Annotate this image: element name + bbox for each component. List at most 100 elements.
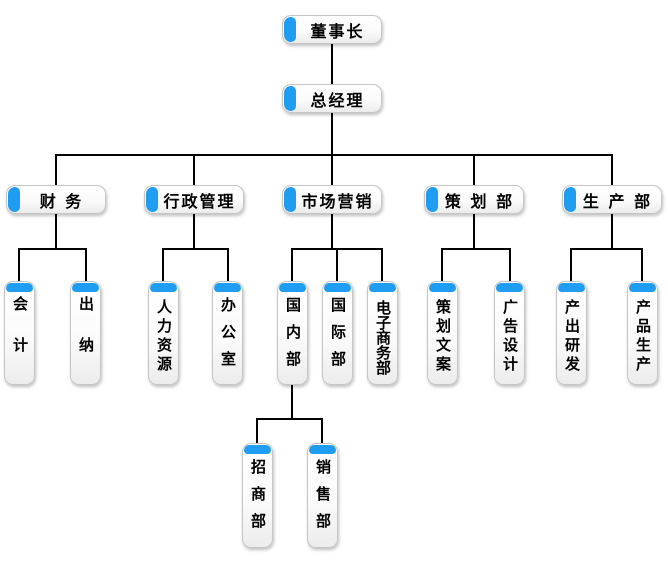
org-node-label: 电子商务部 (374, 299, 392, 375)
org-node-label: 办公室 (219, 296, 237, 378)
org-node-body: 招商部 (243, 454, 272, 545)
connector-line (473, 214, 475, 248)
org-node-admin: 行政管理 (144, 185, 244, 214)
connector-line (641, 248, 643, 281)
org-node-investment: 招商部 (242, 443, 273, 548)
org-node-ecommerce: 电子商务部 (367, 281, 398, 385)
accent-bar (146, 187, 158, 212)
org-node-label: 产品生产 (634, 299, 652, 375)
org-node-body: 人力资源 (149, 292, 178, 382)
accent-bar (558, 283, 585, 292)
accent-bar (629, 283, 656, 292)
connector-line (55, 214, 57, 248)
connector-line (162, 248, 164, 281)
accent-bar (279, 283, 306, 292)
connector-line (55, 154, 613, 156)
org-node-hr: 人力资源 (148, 281, 179, 385)
connector-line (441, 248, 443, 281)
org-node-label: 行政管理 (163, 191, 236, 211)
connector-line (193, 214, 195, 248)
org-node-label: 财 务 (39, 191, 84, 211)
org-node-body: 销售部 (308, 454, 337, 545)
connector-line (570, 248, 572, 281)
connector-line (570, 248, 643, 250)
connector-line (331, 44, 333, 84)
org-node-label: 董事长 (310, 21, 365, 41)
org-node-general-manager: 总经理 (282, 84, 382, 113)
accent-bar (564, 187, 576, 212)
org-node-rnd: 产出研发 (556, 281, 587, 385)
org-node-marketing: 市场营销 (282, 185, 382, 214)
connector-line (381, 248, 383, 281)
org-node-label: 出纳 (77, 296, 95, 378)
org-node-label: 国际部 (329, 296, 347, 378)
org-node-body: 会计 (5, 292, 34, 382)
accent-bar (324, 283, 351, 292)
accent-bar (284, 86, 296, 111)
accent-bar (369, 283, 396, 292)
accent-bar (244, 445, 271, 454)
connector-line (18, 248, 20, 281)
connector-line (611, 214, 613, 248)
connector-line (331, 214, 333, 248)
org-node-label: 市场营销 (301, 191, 374, 211)
org-node-office: 办公室 (212, 281, 243, 385)
accent-bar (496, 283, 523, 292)
org-node-accounting: 会计 (4, 281, 35, 385)
org-node-label: 产出研发 (563, 299, 581, 375)
org-node-body: 电子商务部 (368, 292, 397, 382)
org-node-body: 办公室 (213, 292, 242, 382)
accent-bar (429, 283, 456, 292)
accent-bar (72, 283, 99, 292)
org-node-label: 人力资源 (155, 299, 173, 375)
org-node-body: 广告设计 (495, 292, 524, 382)
connector-line (509, 248, 511, 281)
org-node-domestic: 国内部 (277, 281, 308, 385)
accent-bar (284, 187, 296, 212)
org-node-ad-design: 广告设计 (494, 281, 525, 385)
org-node-body: 产品生产 (628, 292, 657, 382)
org-node-label: 广告设计 (501, 299, 519, 375)
org-node-planning: 策 划 部 (424, 185, 524, 214)
org-node-body: 出纳 (71, 292, 100, 382)
org-node-chairman: 董事长 (282, 15, 382, 44)
org-node-production: 生 产 部 (562, 185, 662, 214)
accent-bar (426, 187, 438, 212)
connector-line (331, 154, 333, 185)
connector-line (321, 418, 323, 443)
org-node-sales: 销售部 (307, 443, 338, 548)
connector-line (193, 154, 195, 185)
org-node-label: 国内部 (284, 296, 302, 378)
org-node-body: 产出研发 (557, 292, 586, 382)
org-node-body: 国际部 (323, 292, 352, 382)
connector-line (441, 248, 511, 250)
connector-line (336, 248, 338, 281)
accent-bar (309, 445, 336, 454)
org-node-label: 招商部 (249, 459, 267, 540)
accent-bar (8, 187, 20, 212)
connector-line (473, 154, 475, 185)
connector-line (331, 113, 333, 154)
connector-line (227, 248, 229, 281)
connector-line (256, 418, 323, 420)
connector-line (291, 385, 293, 418)
connector-line (162, 248, 229, 250)
connector-line (611, 154, 613, 185)
org-node-finance: 财 务 (6, 185, 106, 214)
accent-bar (214, 283, 241, 292)
org-node-label: 销售部 (314, 459, 332, 540)
connector-line (18, 248, 87, 250)
connector-line (256, 418, 258, 443)
org-node-cashier: 出纳 (70, 281, 101, 385)
connector-line (291, 248, 293, 281)
org-node-label: 策划文案 (434, 299, 452, 375)
org-node-product-production: 产品生产 (627, 281, 658, 385)
accent-bar (284, 17, 296, 42)
org-node-international: 国际部 (322, 281, 353, 385)
org-node-label: 总经理 (310, 90, 365, 110)
connector-line (55, 154, 57, 185)
org-node-body: 策划文案 (428, 292, 457, 382)
org-node-body: 国内部 (278, 292, 307, 382)
org-node-label: 生 产 部 (582, 191, 653, 211)
